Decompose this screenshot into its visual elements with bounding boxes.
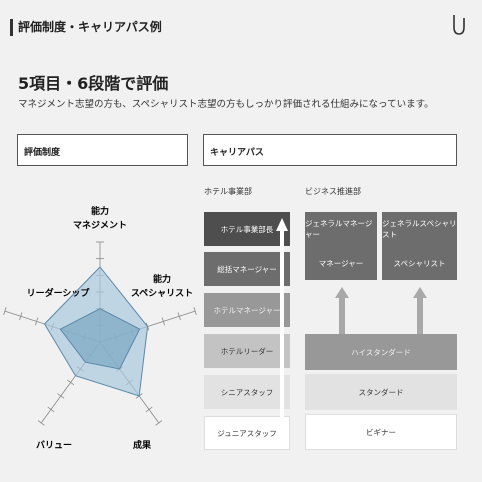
hotel-level-3: ホテルマネージャー (204, 293, 290, 327)
radar-label-results: 成果 (133, 439, 152, 451)
page-header: 評価制度・キャリアパス例 (0, 0, 482, 48)
business-beginner: ビギナー (305, 414, 457, 450)
radar-label-leadership: リーダーシップ (27, 287, 91, 299)
radar-tick (193, 307, 197, 316)
radar-tick (37, 420, 45, 426)
radar-tick (34, 317, 39, 326)
radar-chart: 能力 マネジメント 能力 スペシャリスト 成果 バリュー リーダーシップ (3, 205, 197, 451)
radar-tick (177, 312, 181, 321)
radar-tick (145, 406, 153, 413)
business-general-specialist: ジェネラルスペシャリスト (382, 212, 457, 246)
evaluation-heading: 評価制度 (24, 148, 61, 158)
hotel-division-label: ホテル事業部 (204, 187, 252, 196)
u-logo-icon[interactable] (451, 14, 467, 36)
business-standard: スタンダード (305, 374, 457, 410)
section-description: マネジメント志望の方も、スペシャリスト志望の方もしっかり評価される仕組みになって… (18, 99, 434, 110)
radar-tick (47, 406, 55, 413)
section-title: 5項目・6段階で評価 (18, 74, 169, 93)
hotel-level-6: ジュニアスタッフ (204, 416, 290, 450)
career-heading: キャリアパス (210, 148, 264, 158)
hotel-up-arrow-icon (276, 218, 288, 444)
hotel-level-1: ホテル事業部長 (204, 212, 290, 246)
business-division-label: ビジネス推進部 (305, 187, 361, 196)
radar-tick (3, 307, 7, 316)
business-manager: マネージャー (305, 246, 377, 280)
radar-label-management-1: 能力 (91, 205, 109, 217)
radar-tick (161, 317, 166, 326)
radar-label-specialist-1: 能力 (153, 273, 171, 285)
hotel-level-4: ホテルリーダー (204, 334, 290, 368)
business-specialist: スペシャリスト (382, 246, 457, 280)
radar-tick (19, 312, 23, 321)
radar-tick (155, 420, 163, 426)
radar-series-inner (59, 308, 141, 370)
page-title: 評価制度・キャリアパス例 (18, 20, 162, 34)
radar-tick (57, 393, 65, 399)
radar-label-management-2: マネジメント (73, 220, 127, 231)
radar-label-specialist-2: スペシャリスト (131, 288, 193, 299)
specialist-up-arrow-icon (413, 287, 427, 335)
radar-tick (67, 379, 75, 386)
header-accent-bar (10, 19, 13, 36)
hotel-level-5: シニアスタッフ (204, 375, 290, 409)
radar-label-value: バリュー (36, 440, 72, 451)
manager-up-arrow-icon (335, 287, 349, 335)
career-heading-box: キャリアパス (203, 134, 457, 166)
business-high-standard: ハイスタンダード (305, 334, 457, 370)
hotel-level-2: 総括マネージャー (204, 252, 290, 286)
evaluation-heading-box: 評価制度 (17, 134, 188, 166)
business-general-manager: ジェネラルマネージャー (305, 212, 377, 246)
